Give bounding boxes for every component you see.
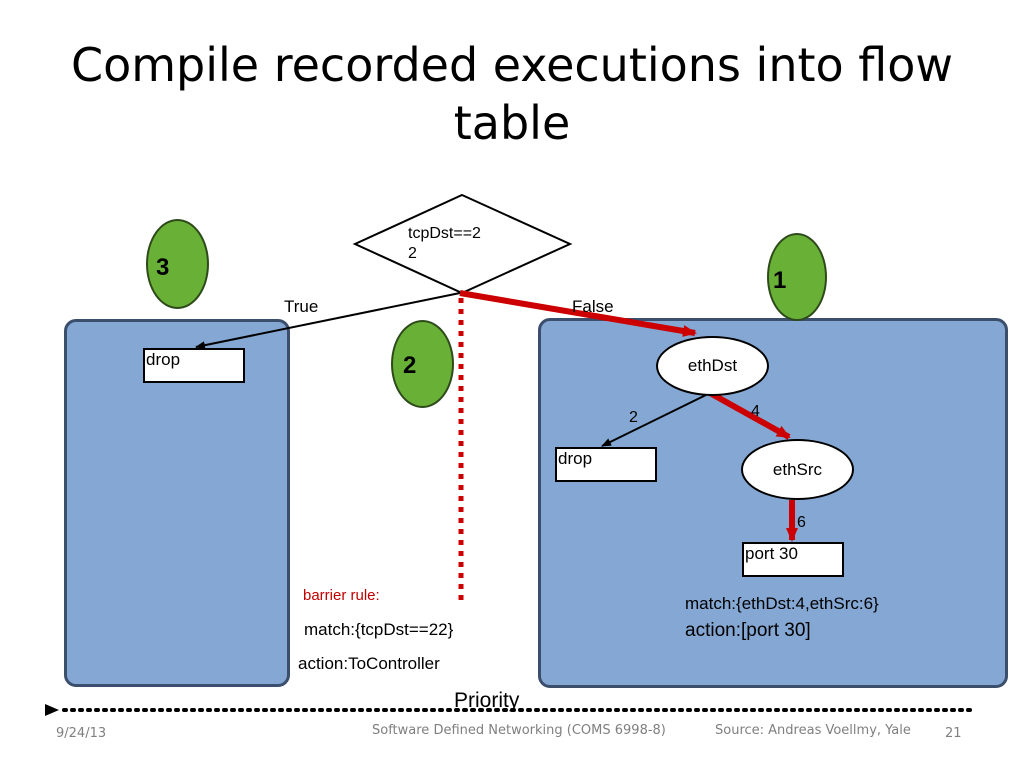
rule-number-1: 1 (773, 267, 787, 294)
true-edge (195, 292, 461, 350)
left-drop-box: drop (143, 348, 245, 383)
left-drop-label: drop (146, 350, 181, 369)
slide-title: Compile recorded executions into flow ta… (40, 36, 984, 152)
port-30-box: port 30 (742, 542, 844, 577)
edge-ethdst-drop (601, 392, 711, 447)
right-drop-label: drop (558, 449, 593, 468)
slide-title-line-1: Compile recorded executions into flow (70, 38, 954, 92)
ethdst-node: ethDst (656, 336, 769, 396)
footer-source: Source: Andreas Voellmy, Yale (715, 723, 911, 738)
ethdst-label: ethDst (687, 356, 738, 375)
true-label: True (284, 297, 319, 316)
footer-course: Software Defined Networking (COMS 6998-8… (372, 723, 666, 738)
port-30-label: port 30 (745, 544, 798, 563)
slide-title-line-2: table (453, 96, 571, 150)
right-drop-box: drop (555, 447, 657, 482)
barrier-match: match:{tcpDst==22} (304, 620, 454, 639)
false-edge (459, 290, 697, 337)
barrier-rule-label: barrier rule: (303, 587, 380, 604)
footer-date: 9/24/13 (56, 726, 107, 741)
barrier-action: action:ToController (298, 654, 440, 673)
rule-number-3: 3 (156, 254, 170, 281)
priority-label: Priority (454, 689, 520, 712)
edge-ethdst-ethsrc (708, 390, 791, 440)
decision-label-line-1: tcpDst==2 (408, 225, 481, 242)
footer-page-number: 21 (945, 726, 962, 741)
right-rule-match: match:{ethDst:4,ethSrc:6} (685, 594, 879, 613)
ethsrc-node: ethSrc (741, 439, 854, 500)
right-rule-panel (538, 318, 1008, 688)
decision-diamond (352, 193, 573, 295)
edge-label-4: 4 (751, 403, 760, 420)
ethsrc-label: ethSrc (772, 459, 823, 479)
rule-number-2: 2 (403, 352, 417, 379)
decision-label-line-2: 2 (408, 245, 417, 262)
edge-label-6: 6 (797, 514, 806, 531)
false-label: False (572, 297, 614, 316)
rule-number-3-badge: 3 (146, 219, 209, 309)
edge-label-2: 2 (629, 409, 638, 426)
rule-number-2-badge: 2 (391, 320, 454, 408)
right-rule-action: action:[port 30] (685, 620, 811, 641)
rule-number-1-badge: 1 (767, 233, 827, 321)
